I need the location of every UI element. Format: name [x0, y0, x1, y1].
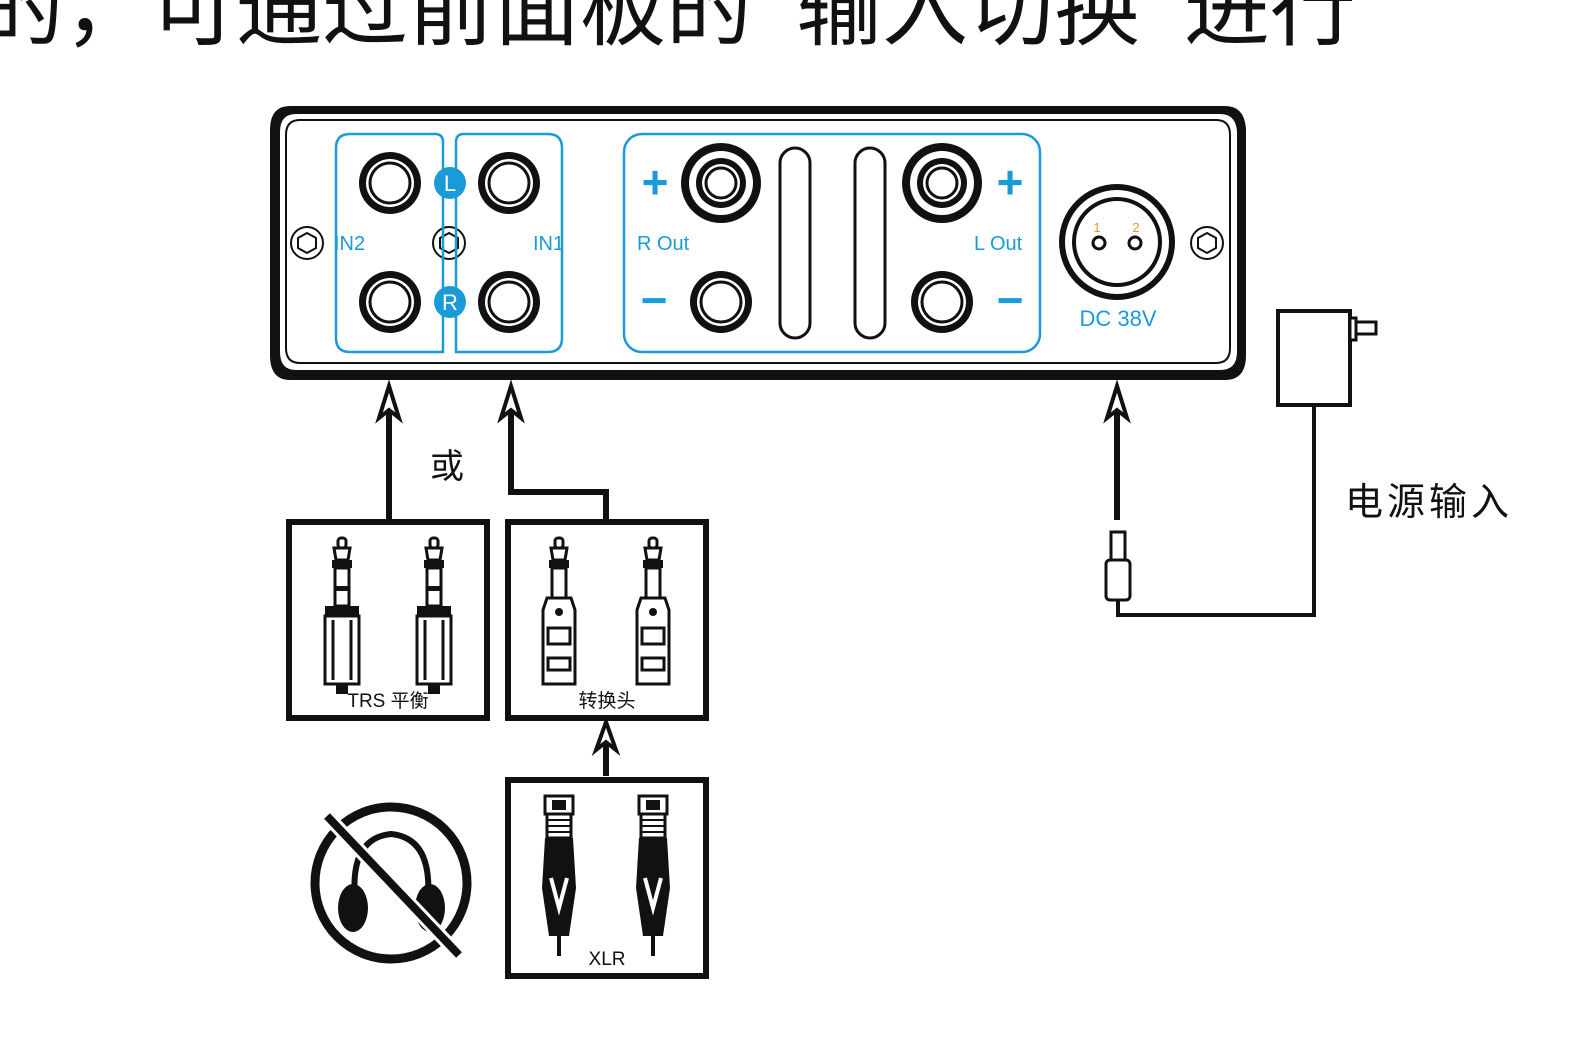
- left-channel-badge: L: [444, 171, 456, 196]
- adapter-label: 转换头: [578, 690, 635, 712]
- l-out-label: L Out: [974, 233, 1023, 255]
- screw-icon: [1190, 226, 1224, 260]
- no-headphones-icon: [310, 802, 472, 964]
- adapter-box: 转换头: [505, 519, 709, 721]
- device-back-panel: L R IN2 IN1 + − + − R Out L Out 1 2 DC 3…: [270, 106, 1246, 380]
- screw-icon: [290, 226, 324, 260]
- in2-right-jack: [357, 269, 423, 335]
- in2-left-jack: [357, 150, 423, 216]
- r-out-minus-terminal: [688, 269, 754, 335]
- trs-balanced-label: TRS 平衡: [347, 690, 428, 712]
- arrow-up-icon: [375, 379, 403, 520]
- dc-plug-icon: [1104, 530, 1132, 602]
- arrow-up-icon: [497, 379, 609, 520]
- arrow-up-icon: [591, 716, 621, 776]
- l-out-minus-terminal: [909, 269, 975, 335]
- power-input-label: 电源输入: [1345, 480, 1513, 524]
- l-out-minus-sign: −: [997, 274, 1024, 326]
- in2-label: IN2: [334, 233, 365, 255]
- r-out-plus-terminal: [679, 141, 763, 225]
- r-out-minus-sign: −: [641, 274, 668, 326]
- r-out-plus-sign: +: [642, 156, 669, 208]
- or-label: 或: [430, 447, 464, 487]
- xlr-box: XLR: [505, 777, 709, 979]
- dc-pin-1-label: 1: [1093, 220, 1100, 235]
- header-text: 的，可通过前面板的“输入切换”进行: [0, 0, 1356, 59]
- screw-icon: [432, 226, 466, 260]
- in1-label: IN1: [533, 233, 564, 255]
- right-channel-badge: R: [442, 290, 458, 315]
- dc-38v-label: DC 38V: [1079, 306, 1156, 331]
- r-out-label: R Out: [637, 233, 690, 255]
- dc-power-socket: 1 2: [1059, 184, 1175, 300]
- in1-right-jack: [476, 269, 542, 335]
- trs-balanced-box: TRS 平衡: [286, 519, 490, 721]
- l-out-plus-terminal: [900, 141, 984, 225]
- l-out-plus-sign: +: [997, 156, 1024, 208]
- xlr-label: XLR: [589, 949, 626, 970]
- in1-left-jack: [476, 150, 542, 216]
- arrow-up-icon: [1103, 379, 1131, 520]
- power-adapter-icon: [1116, 309, 1378, 617]
- dc-pin-2-label: 2: [1132, 220, 1139, 235]
